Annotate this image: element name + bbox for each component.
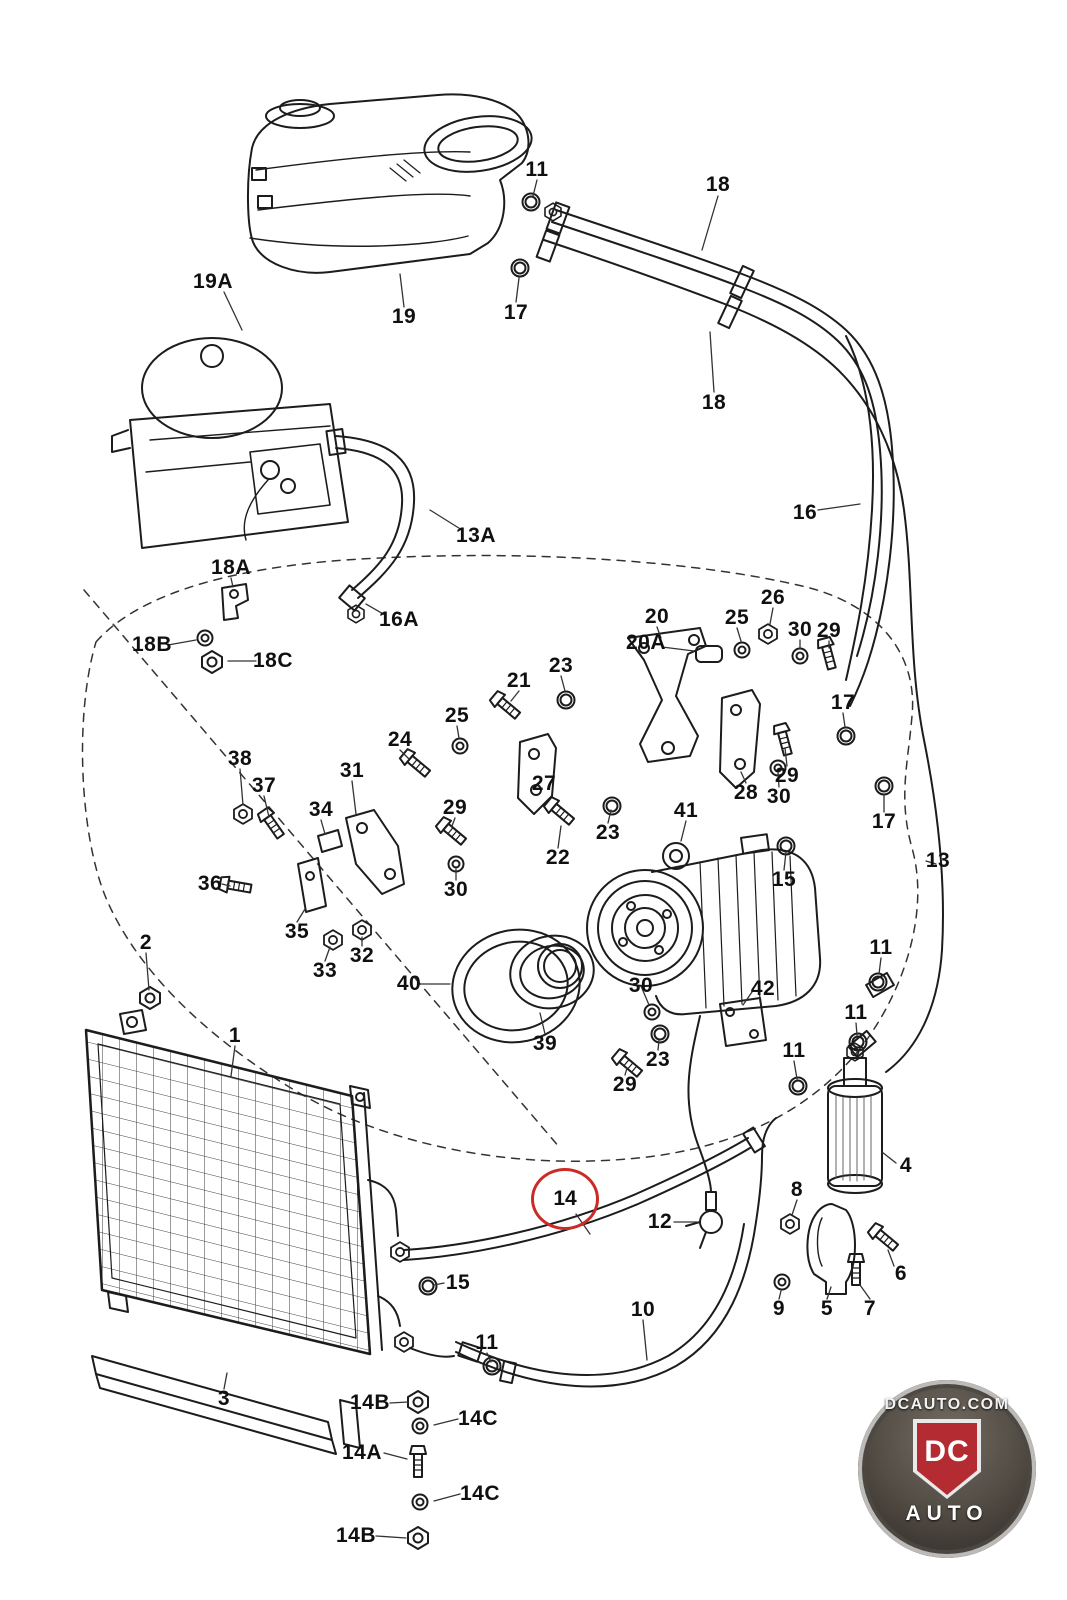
watermark-shield-initials: DC: [917, 1423, 977, 1495]
compressor: [586, 833, 822, 1016]
watermark-site-text: DCAUTO.COM: [884, 1396, 1010, 1413]
hose-10: [455, 1117, 777, 1388]
dcauto-watermark-badge: DCAUTO.COM DC AUTO: [858, 1380, 1036, 1558]
hardware-washers: [196, 629, 809, 1511]
blower-assembly: [111, 337, 416, 624]
compressor-bracket-20: [627, 627, 723, 763]
watermark-shield: DC: [913, 1419, 981, 1499]
watermark-name-text: AUTO: [905, 1502, 989, 1525]
highlighted-part-label: 14: [553, 1187, 577, 1210]
condenser: [84, 1009, 455, 1358]
mounting-bar: [91, 1355, 361, 1455]
hardware-bolts: [217, 635, 902, 1478]
hose-clip-18a: [221, 583, 249, 621]
group-boundary-dashed: [81, 554, 919, 1162]
hose-14: [403, 1126, 766, 1261]
seal-rings: [451, 928, 595, 1044]
receiver-drier: [827, 1057, 883, 1194]
heater-housing: [247, 93, 533, 274]
highlight-circle: 14: [531, 1168, 599, 1230]
support-plates: [297, 689, 767, 1047]
service-valve: [685, 1015, 723, 1249]
leader-lines: [145, 179, 937, 1539]
hardware-orings: [418, 192, 894, 1376]
drier-clamp: [806, 1203, 856, 1295]
